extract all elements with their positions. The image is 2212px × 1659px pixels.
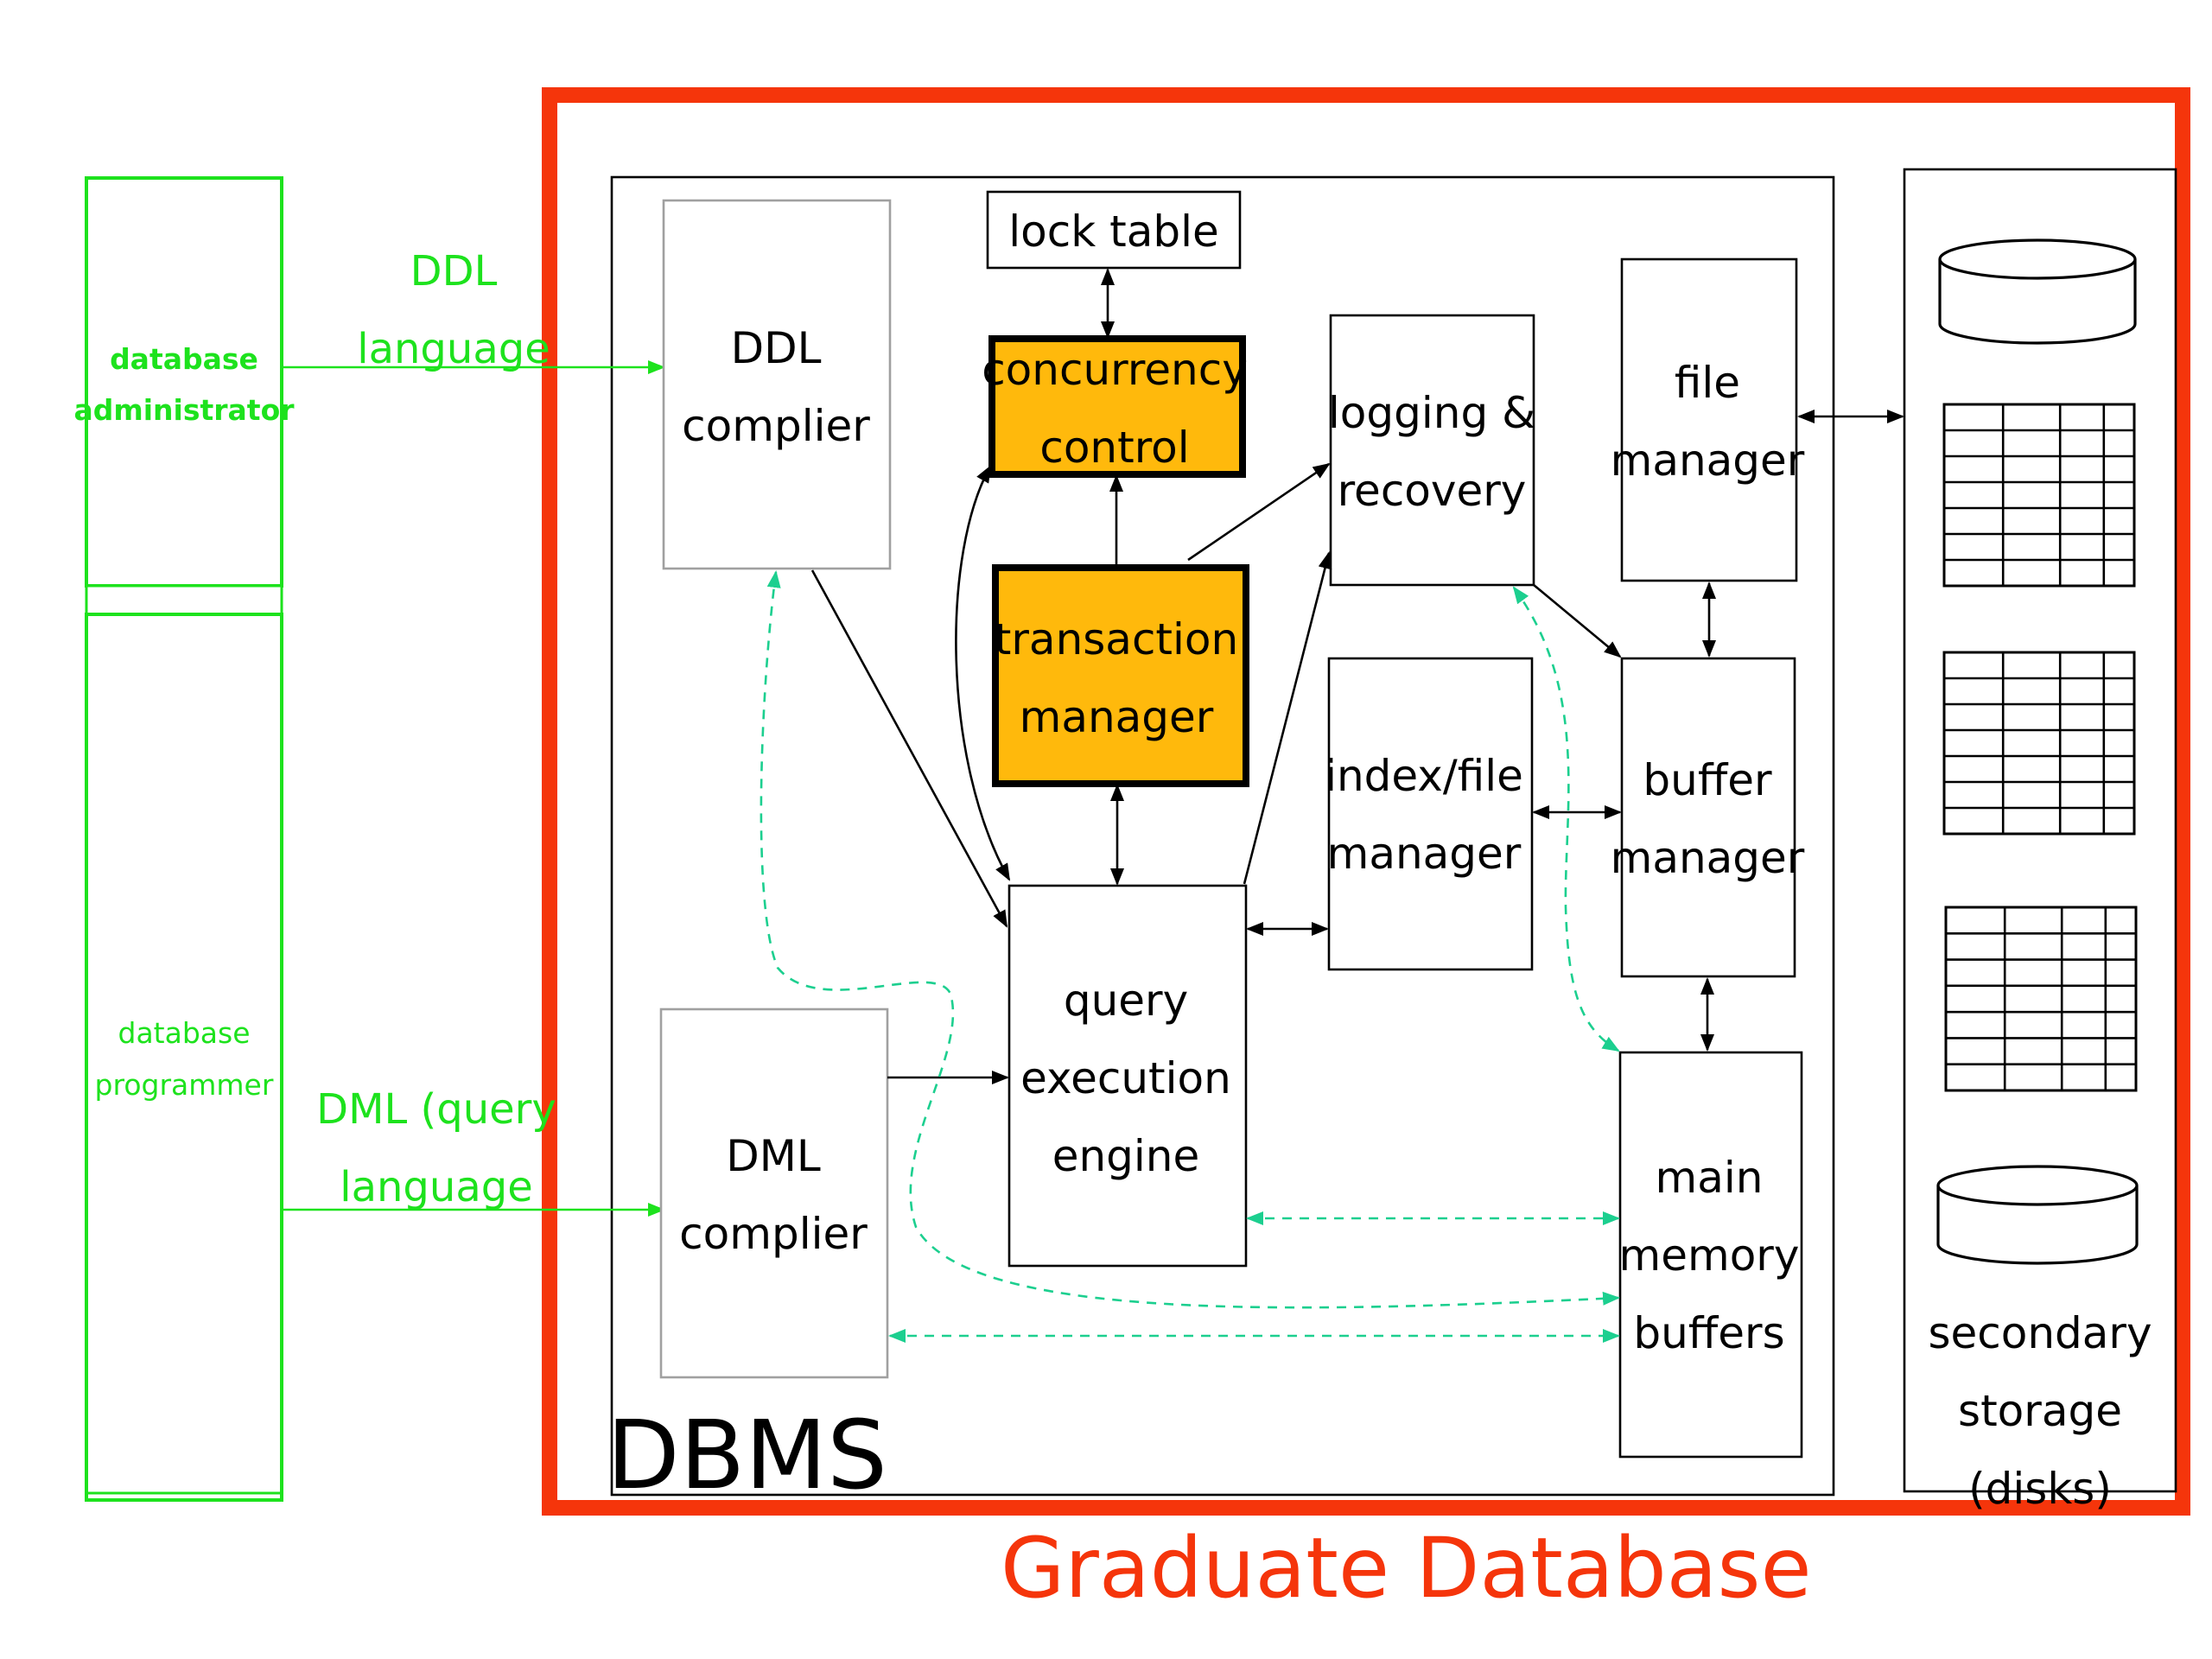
logging-memory-dashed-flow <box>1512 586 1620 1052</box>
user-separator <box>85 584 283 616</box>
logging-recovery-box <box>1329 314 1535 587</box>
lock-table-label: lock table <box>1008 207 1218 257</box>
ddl-memory-dashed-flow <box>760 570 1620 1309</box>
transaction-logging-arrow <box>1187 462 1331 562</box>
dml-compiler-box <box>659 1007 889 1379</box>
dbms-label: DBMS <box>607 1400 887 1510</box>
index-file-manager-box <box>1327 657 1534 971</box>
graduate-database-title: Graduate Database <box>1001 1520 1812 1617</box>
logging-buffer-arrow <box>1533 583 1622 658</box>
disk-icon <box>1938 238 2137 345</box>
database-programmer-box <box>85 613 283 1502</box>
transaction-manager-box <box>992 564 1249 787</box>
table-icon <box>1944 906 2138 1092</box>
ddl-query-arrow <box>810 569 1008 928</box>
concurrency-control-box <box>988 335 1246 478</box>
main-memory-buffers-box <box>1618 1051 1803 1459</box>
disk-icon <box>1936 1165 2139 1265</box>
lock-table-box <box>986 190 1242 270</box>
query-logging-arrow <box>1243 551 1332 885</box>
secondary-storage-box <box>1903 168 2177 1493</box>
file-manager-box <box>1620 257 1798 582</box>
graduate-database-frame <box>542 87 2190 1516</box>
table-icon <box>1942 403 2136 588</box>
database-administrator-box <box>85 176 283 588</box>
logging-recovery-label: logging &recovery <box>1328 388 1535 516</box>
buffer-manager-box <box>1620 657 1796 978</box>
table-icon <box>1942 651 2136 836</box>
dbms-boundary <box>610 175 1835 1497</box>
ddl-compiler-box <box>662 199 892 570</box>
